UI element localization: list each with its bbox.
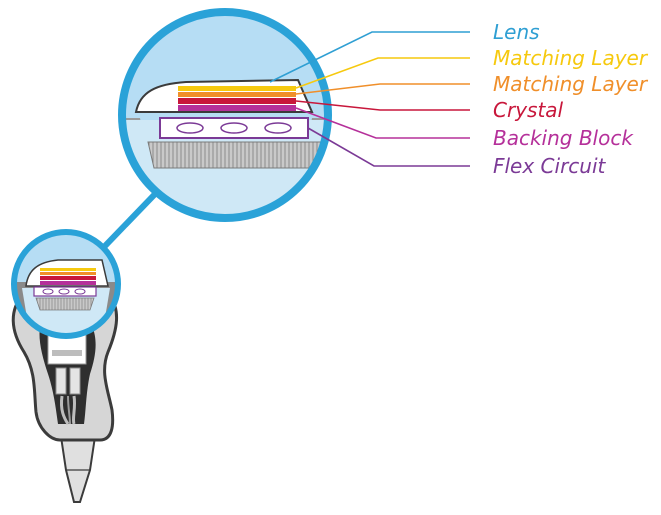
crystal-shape — [178, 98, 296, 104]
matching-layer-1-shape — [178, 86, 296, 91]
label-matching-layer-2: Matching Layer — [493, 72, 649, 96]
flex-circuit-leader — [307, 127, 470, 167]
flex-circuit-shape — [147, 141, 325, 169]
lens-leader — [269, 31, 470, 83]
backing-top-shape — [178, 105, 296, 111]
label-crystal: Crystal — [493, 98, 564, 122]
label-matching-layer-1: Matching Layer — [493, 46, 649, 70]
label-flex-circuit: Flex Circuit — [493, 154, 607, 178]
magnifier-connector — [101, 190, 159, 250]
matching-layer-2-leader — [295, 83, 470, 95]
labels: Lens Matching Layer Matching Layer Cryst… — [493, 20, 649, 178]
small-magnifier — [11, 229, 121, 339]
label-backing-block: Backing Block — [493, 126, 634, 150]
backing-block-leader — [295, 107, 470, 139]
large-magnifier — [118, 8, 332, 222]
leader-lines — [269, 31, 470, 167]
matching-layer-2-shape — [178, 92, 296, 97]
backing-block-shape — [159, 117, 309, 139]
label-lens: Lens — [493, 20, 540, 44]
crystal-leader — [295, 100, 470, 111]
matching-layer-1-leader — [295, 57, 470, 89]
